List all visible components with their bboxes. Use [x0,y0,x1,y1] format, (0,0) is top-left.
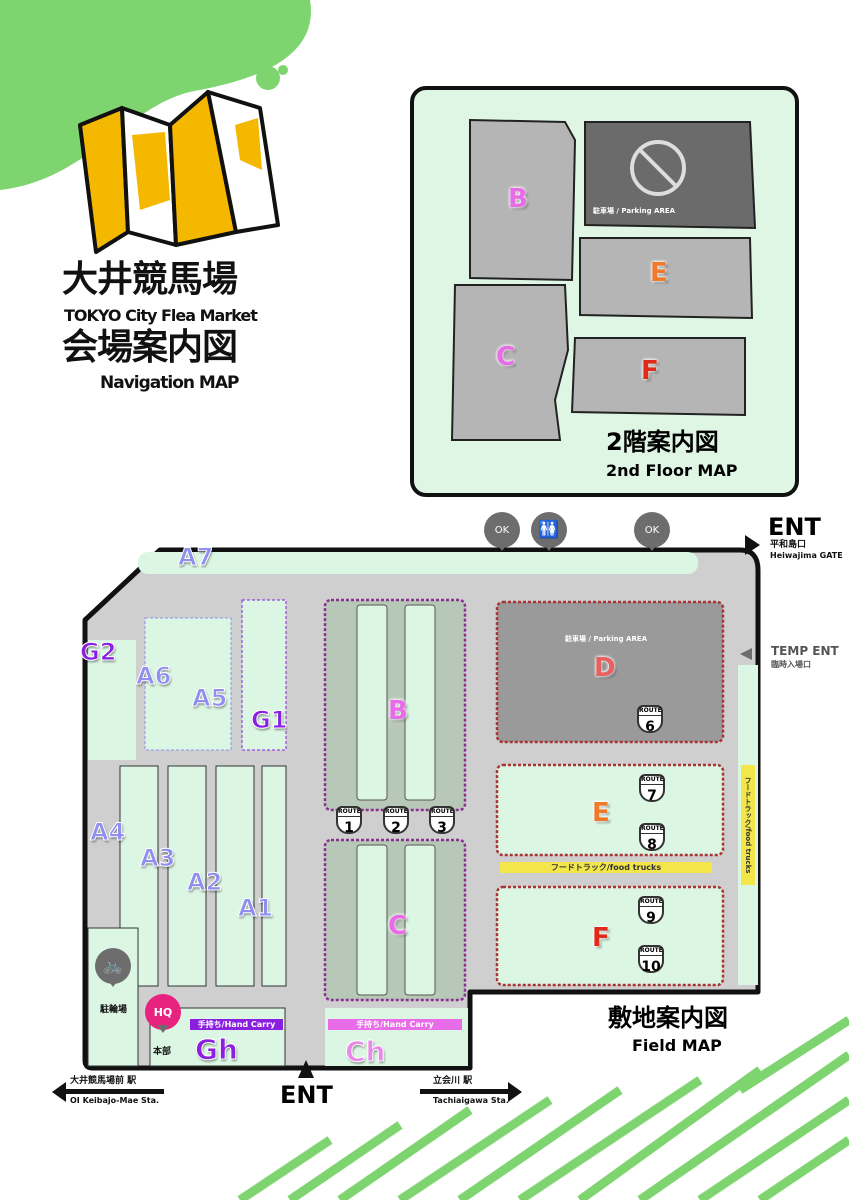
smoking-area-pin[interactable]: OK [484,512,520,551]
station-right-en: Tachiaigawa Sta. [433,1096,509,1105]
area-a1[interactable]: A1 [237,894,274,922]
block-e[interactable]: E [592,798,610,828]
hand-carry-g: 手持ち/Hand Carry [190,1019,283,1030]
title-jp: 大井競馬場 [62,259,238,300]
floor2-title-jp: 2階案内図 [606,428,719,456]
area-a2[interactable]: A2 [186,868,223,896]
area-a4[interactable]: A4 [89,818,126,846]
smoking-area-pin[interactable]: OK [634,512,670,551]
floor2-block-c[interactable]: C [496,342,516,372]
restroom-icon: 🚻 [538,520,560,540]
food-trucks-strip-vertical: フードトラック/food trucks [741,765,755,885]
floor2-parking-label: 駐車場 / Parking AREA [593,207,676,215]
area-g2[interactable]: G2 [79,638,117,666]
subtitle-jp: 会場案内図 [62,327,238,368]
field-parking-label: 駐車場 / Parking AREA [565,635,648,643]
floor2-block-e[interactable]: E [650,258,668,288]
ent-heiwajima[interactable]: ENT [768,513,821,541]
station-left-en: OI Keibajo-Mae Sta. [70,1096,160,1105]
bicycle-parking-pin[interactable]: 🚲 [95,948,131,987]
ent-bottom[interactable]: ENT [280,1081,333,1109]
area-ch[interactable]: Ch [344,1035,386,1068]
block-b[interactable]: B [388,696,408,726]
floor2-block-f[interactable]: F [641,356,659,386]
field-title-en: Field MAP [632,1036,722,1055]
food-trucks-strip: フードトラック/food trucks [500,862,712,873]
hq-label: 本部 [153,1047,172,1057]
smoking-ok-label: OK [494,524,510,536]
subtitle-en: Navigation MAP [100,373,239,393]
block-f[interactable]: F [592,923,610,953]
ent-gate-en: Heiwajima GATE [770,551,843,560]
area-a7[interactable]: A7 [177,543,214,571]
station-right-jp: 立会川 駅 [433,1076,473,1086]
hq-pin[interactable]: HQ [145,994,181,1033]
bicycle-parking-label: 駐輪場 [100,1005,128,1015]
block-d[interactable]: D [594,653,616,683]
area-a6[interactable]: A6 [135,662,172,690]
field-title-jp: 敷地案内図 [608,1004,728,1032]
area-g1[interactable]: G1 [250,706,288,734]
area-gh[interactable]: Gh [195,1033,239,1066]
temp-ent-jp: 臨時入場口 [771,660,811,669]
folded-map-icon [78,90,280,254]
floor2-block-b[interactable]: B [508,184,528,214]
hand-carry-c: 手持ち/Hand Carry [328,1019,462,1030]
floor2-title-en: 2nd Floor MAP [606,461,738,480]
title-en: TOKYO City Flea Market [64,306,258,325]
restroom-pin[interactable]: 🚻 [531,512,567,551]
temp-ent[interactable]: TEMP ENT [771,644,839,658]
area-a3[interactable]: A3 [139,844,176,872]
area-a5[interactable]: A5 [191,684,228,712]
block-c[interactable]: C [388,911,408,941]
bicycle-icon: 🚲 [102,956,124,976]
smoking-ok-label: OK [644,524,660,536]
ent-gate-jp: 平和島口 [770,540,807,550]
station-left-jp: 大井競馬場前 駅 [70,1076,137,1086]
